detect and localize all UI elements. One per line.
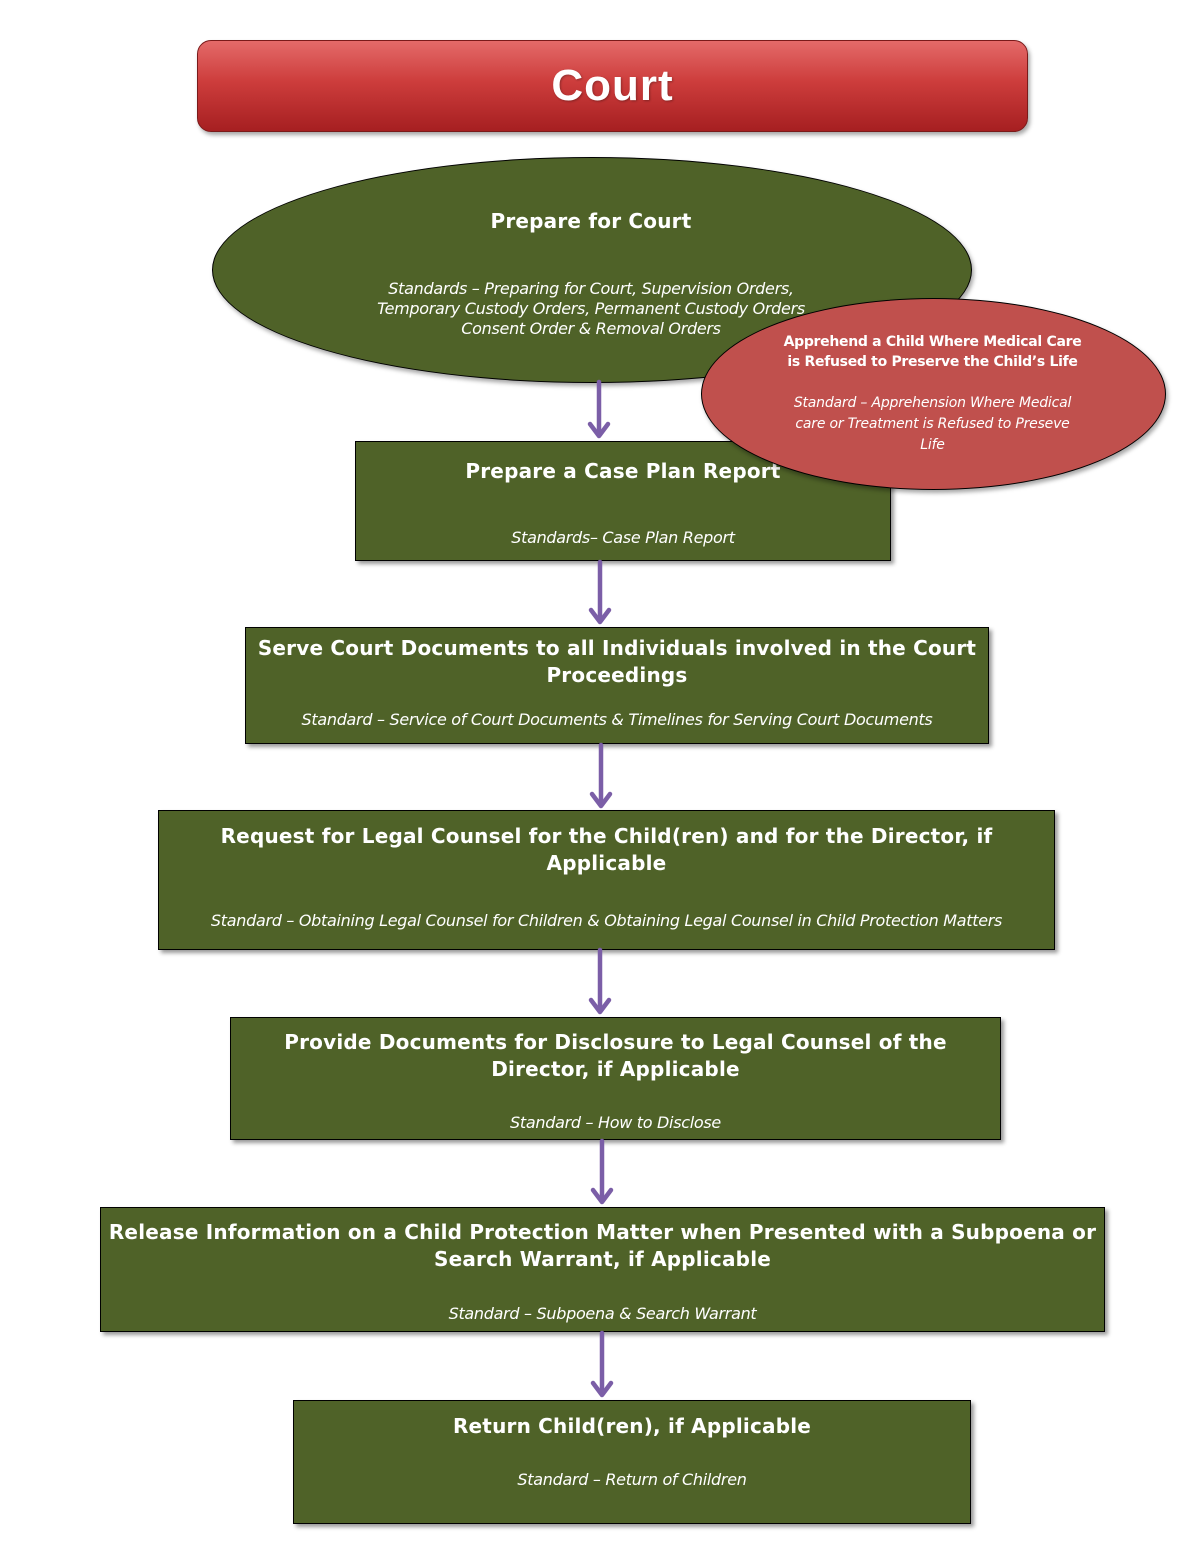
ellipse-side-standard-line: Standard – Apprehension Where Medical (793, 395, 1072, 411)
step-3-heading: Request for Legal Counsel for the Child(… (158, 823, 1055, 877)
step-5-heading-line: Release Information on a Child Protectio… (108, 1220, 1097, 1244)
step-provide-documents-disclosure (230, 1017, 1001, 1140)
step-3-heading-line: Request for Legal Counsel for the Child(… (220, 824, 993, 848)
step-2-heading-line: Serve Court Documents to all Individuals… (257, 636, 977, 660)
page-title: Court (551, 61, 674, 110)
ellipse-side-standard-line: care or Treatment is Refused to Preseve (795, 416, 1070, 432)
step-request-legal-counsel (158, 810, 1055, 950)
step-case-plan-report (355, 441, 891, 561)
step-1-standard: Standards– Case Plan Report (511, 528, 735, 547)
step-3-heading-line: Applicable (546, 851, 667, 875)
ellipse-main-standard: Standards – Preparing for Court, Supervi… (312, 279, 870, 339)
step-4-heading-line: Provide Documents for Disclosure to Lega… (284, 1030, 947, 1054)
title-banner: Court (197, 40, 1028, 132)
ellipse-main-standard-line: Temporary Custody Orders, Permanent Cust… (377, 299, 805, 318)
ellipse-side-standard-line: Life (920, 437, 945, 453)
step-6-heading: Return Child(ren), if Applicable (452, 1414, 812, 1438)
step-5-heading-line: Search Warrant, if Applicable (433, 1247, 772, 1271)
step-2-heading: Serve Court Documents to all Individuals… (245, 635, 989, 689)
step-4-standard: Standard – How to Disclose (510, 1113, 721, 1132)
ellipse-side-heading: Apprehend a Child Where Medical Care is … (741, 332, 1124, 372)
ellipse-side-standard: Standard – Apprehension Where Medical ca… (761, 393, 1104, 456)
ellipse-side-heading-line: is Refused to Preserve the Child’s Life (787, 354, 1078, 370)
step-2-standard: Standard – Service of Court Documents & … (301, 710, 933, 729)
ellipse-side-heading-line: Apprehend a Child Where Medical Care (783, 334, 1082, 350)
step-4-heading: Provide Documents for Disclosure to Lega… (230, 1029, 1001, 1083)
step-return-children (293, 1400, 971, 1524)
step-release-information (100, 1207, 1105, 1332)
step-3-standard: Standard – Obtaining Legal Counsel for C… (210, 911, 1003, 930)
step-1-heading: Prepare a Case Plan Report (465, 459, 781, 483)
ellipse-main-standard-line: Standards – Preparing for Court, Supervi… (388, 279, 794, 298)
ellipse-main-heading: Prepare for Court (490, 209, 692, 233)
ellipse-main-standard-line: Consent Order & Removal Orders (461, 319, 721, 338)
step-5-heading: Release Information on a Child Protectio… (100, 1219, 1105, 1273)
step-4-heading-line: Director, if Applicable (491, 1057, 740, 1081)
apprehend-child-ellipse (701, 298, 1166, 490)
step-5-standard: Standard – Subpoena & Search Warrant (448, 1304, 757, 1323)
step-2-heading-line: Proceedings (546, 663, 688, 687)
step-serve-court-documents (245, 627, 989, 744)
step-6-standard: Standard – Return of Children (517, 1470, 747, 1489)
